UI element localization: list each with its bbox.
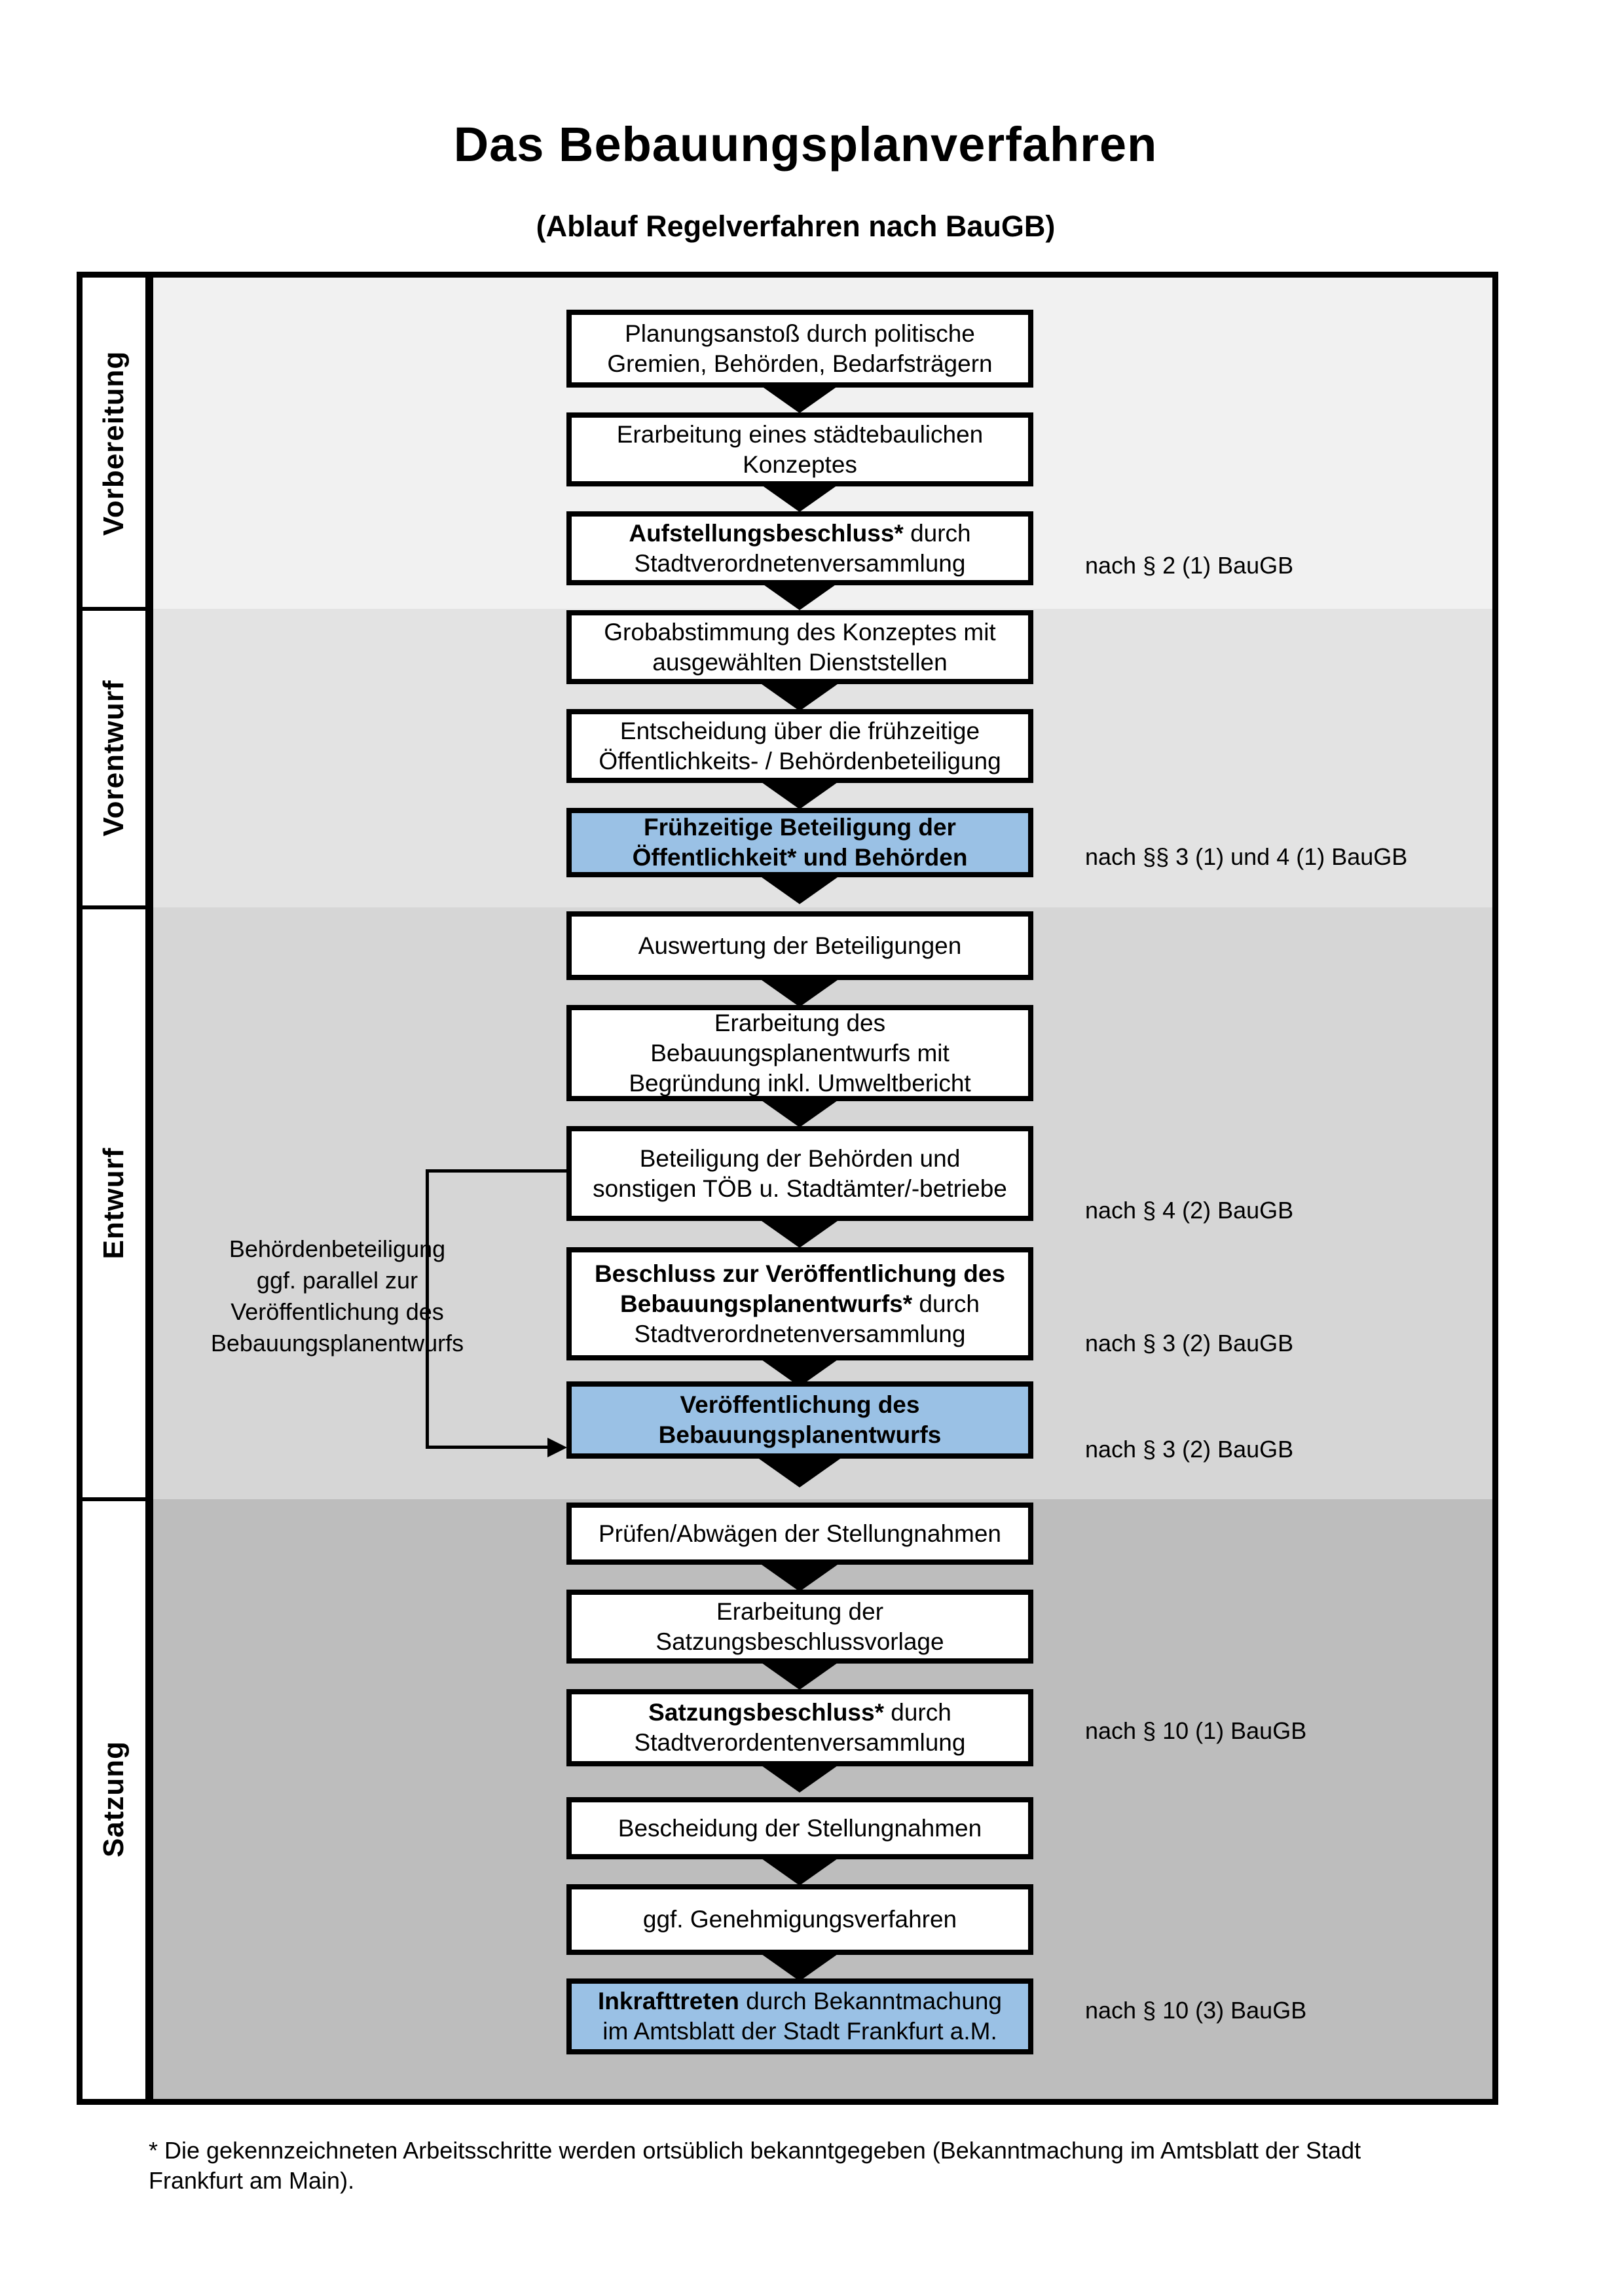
arrow-down-icon	[757, 1762, 842, 1793]
parallel-note-line: ggf. parallel zur	[256, 1267, 418, 1294]
arrow-down-icon	[757, 977, 842, 1007]
connector-arrowhead-icon	[547, 1438, 567, 1457]
box-pruefen-abwaegen: Prüfen/Abwägen der Stellungnahmen	[566, 1503, 1033, 1565]
arrow-down-icon	[757, 482, 842, 512]
arrow-down-icon	[757, 1660, 842, 1690]
arrow-down-icon	[757, 1457, 842, 1487]
arrow-down-icon	[757, 1097, 842, 1127]
legal-ref-behoerdenbeteiligung: nach § 4 (2) BauGB	[1085, 1197, 1294, 1224]
phase-label-entwurf: Entwurf	[98, 1147, 130, 1260]
arrow-down-icon	[757, 681, 842, 711]
footnote: * Die gekennzeichneten Arbeitsschritte w…	[149, 2136, 1511, 2196]
box-veroeffentlichungsbeschluss: Beschluss zur Veröffentlichung des Bebau…	[566, 1247, 1033, 1360]
legal-ref-fruehzeitige-beteiligung: nach §§ 3 (1) und 4 (1) BauGB	[1085, 843, 1408, 870]
box-satzungsvorlage: Erarbeitung der Satzungsbeschlussvorlage	[566, 1590, 1033, 1664]
legal-ref-inkrafttreten: nach § 10 (3) BauGB	[1085, 1997, 1307, 2024]
rail-divider	[83, 1497, 145, 1501]
box-entwurf-erarbeitung: Erarbeitung des Bebauungsplanentwurfs mi…	[566, 1005, 1033, 1101]
connector-top-segment	[426, 1169, 566, 1173]
arrow-down-icon	[757, 1951, 842, 1981]
legal-ref-aufstellungsbeschluss: nach § 2 (1) BauGB	[1085, 552, 1294, 579]
parallel-note-line: Bebauungsplanentwurfs	[210, 1330, 464, 1357]
footnote-line: Frankfurt am Main).	[149, 2167, 355, 2194]
legal-ref-satzungsbeschluss: nach § 10 (1) BauGB	[1085, 1717, 1307, 1744]
box-inkrafttreten: Inkrafttreten durch Bekanntmachung im Am…	[566, 1978, 1033, 2054]
box-konzept-erarbeitung: Erarbeitung eines städtebaulichen Konzep…	[566, 412, 1033, 486]
arrow-down-icon	[757, 779, 842, 809]
box-genehmigungsverfahren: ggf. Genehmigungsverfahren	[566, 1884, 1033, 1955]
box-fruehzeitige-beteiligung: Frühzeitige Beteiligung der Öffentlichke…	[566, 808, 1033, 877]
footnote-line: * Die gekennzeichneten Arbeitsschritte w…	[149, 2137, 1361, 2164]
phase-label-satzung: Satzung	[98, 1740, 130, 1858]
connector-bottom-segment	[426, 1446, 547, 1449]
arrow-down-icon	[757, 874, 842, 904]
box-behoerdenbeteiligung: Beteiligung der Behörden und sonstigen T…	[566, 1126, 1033, 1221]
box-entscheidung-beteiligung: Entscheidung über die frühzeitige Öffent…	[566, 709, 1033, 783]
rail-separator-line	[145, 278, 153, 2099]
phase-label-vorbereitung: Vorbereitung	[98, 350, 130, 536]
box-satzungsbeschluss: Satzungsbeschluss* durch Stadtverordente…	[566, 1689, 1033, 1766]
parallel-note-line: Veröffentlichung des	[231, 1298, 444, 1325]
box-planungsanstoss: Planungsanstoß durch politische Gremien,…	[566, 310, 1033, 388]
parallel-note-line: Behördenbeteiligung	[229, 1235, 446, 1262]
arrow-down-icon	[757, 1855, 842, 1886]
rail-divider	[83, 905, 145, 909]
arrow-down-icon	[757, 1218, 842, 1248]
rail-divider	[83, 607, 145, 611]
box-veroeffentlichung: Veröffentlichung des Bebauungsplanentwur…	[566, 1381, 1033, 1459]
legal-ref-veroeffentlichungsbeschluss: nach § 3 (2) BauGB	[1085, 1330, 1294, 1357]
box-grobabstimmung: Grobabstimmung des Konzeptes mit ausgewä…	[566, 610, 1033, 684]
parallel-note: Behördenbeteiligung ggf. parallel zur Ve…	[170, 1233, 504, 1359]
page-title: Das Bebauungsplanverfahren	[453, 117, 1158, 172]
legal-ref-veroeffentlichung: nach § 3 (2) BauGB	[1085, 1436, 1294, 1463]
box-aufstellungsbeschluss: Aufstellungsbeschluss* durch Stadtverord…	[566, 511, 1033, 585]
connector-vertical-segment	[426, 1169, 429, 1449]
arrow-down-icon	[757, 1561, 842, 1592]
arrow-down-icon	[757, 383, 842, 413]
page-subtitle: (Ablauf Regelverfahren nach BauGB)	[536, 210, 1056, 243]
box-bescheidung: Bescheidung der Stellungnahmen	[566, 1797, 1033, 1859]
box-auswertung: Auswertung der Beteiligungen	[566, 911, 1033, 980]
phase-label-vorentwurf: Vorentwurf	[98, 680, 130, 837]
